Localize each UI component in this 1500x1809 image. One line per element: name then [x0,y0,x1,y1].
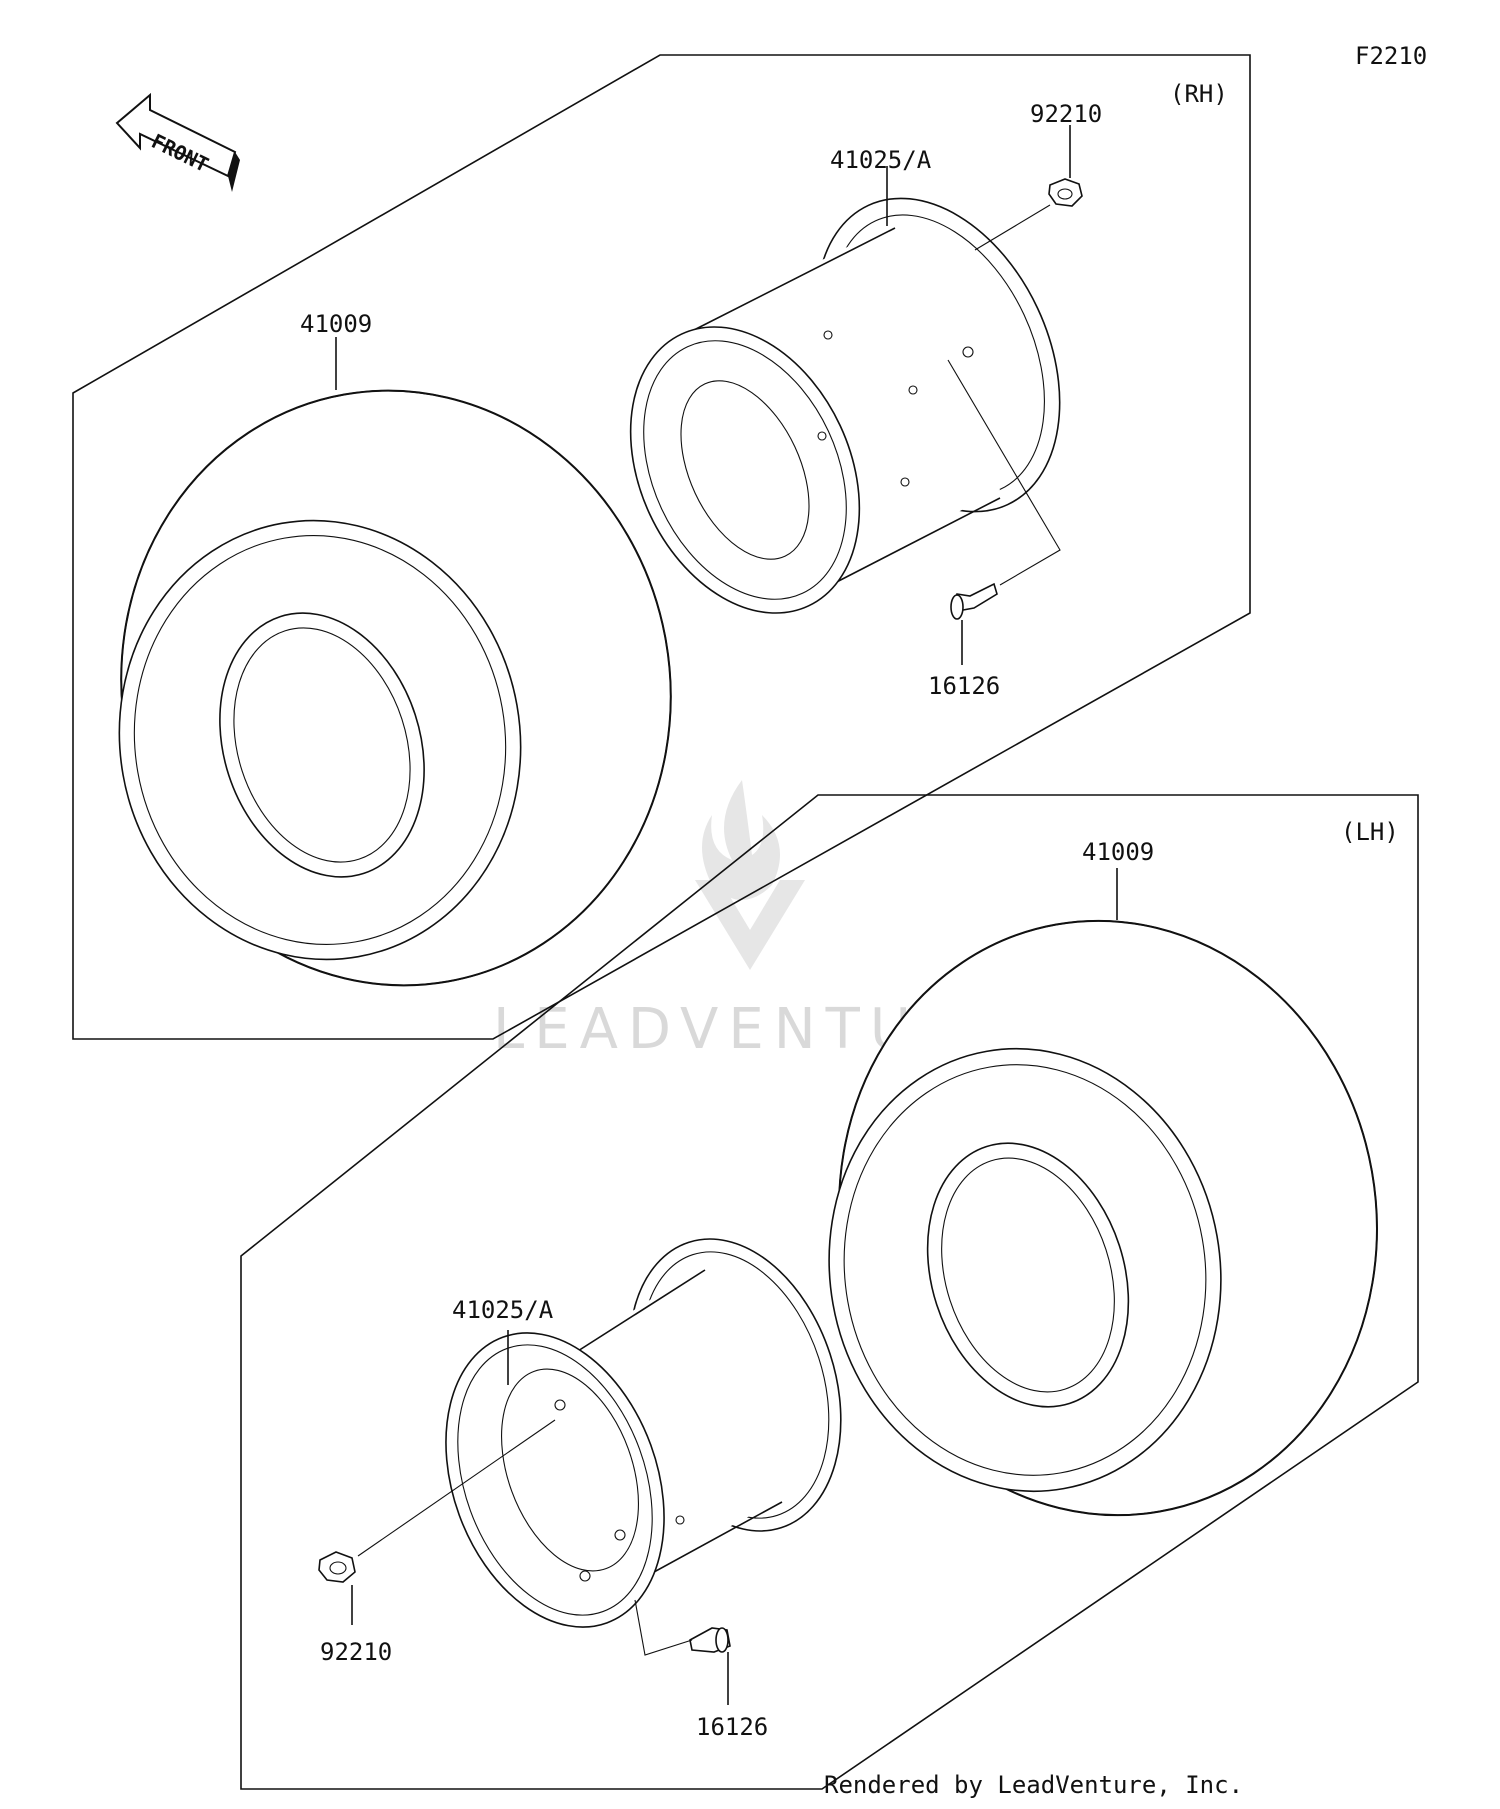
lh-side-label: (LH) [1341,818,1399,846]
rh-valve-part-number: 16126 [928,672,1000,700]
rh-rim [629,197,1061,614]
lh-valve-part-number: 16126 [696,1713,768,1741]
footer-credit: Rendered by LeadVenture, Inc. [824,1771,1243,1799]
lh-rim-part-number: 41025/A [452,1296,554,1324]
lh-group: (LH) 41009 41025/A [240,794,1419,1790]
front-arrow-icon: FRONT [115,92,240,192]
lh-group-border [240,794,1419,1790]
rh-group-border [72,54,1251,1040]
rh-side-label: (RH) [1170,80,1228,108]
rh-valve-icon [950,582,998,620]
lh-nut-part-number: 92210 [320,1638,392,1666]
figure-code: F2210 [1355,42,1427,70]
lh-nut-icon [318,1551,356,1583]
lh-tire [828,919,1378,1517]
rh-nut-icon [1048,178,1083,207]
lh-valve-icon [689,1627,731,1653]
lh-rim [445,1238,842,1628]
rh-tire-part-number: 41009 [300,310,372,338]
rh-tire [118,389,672,987]
lh-tire-part-number: 41009 [1082,838,1154,866]
rh-nut-part-number: 92210 [1030,100,1102,128]
rh-rim-part-number: 41025/A [830,146,932,174]
rh-group: (RH) 41009 41025/ [72,54,1251,1040]
